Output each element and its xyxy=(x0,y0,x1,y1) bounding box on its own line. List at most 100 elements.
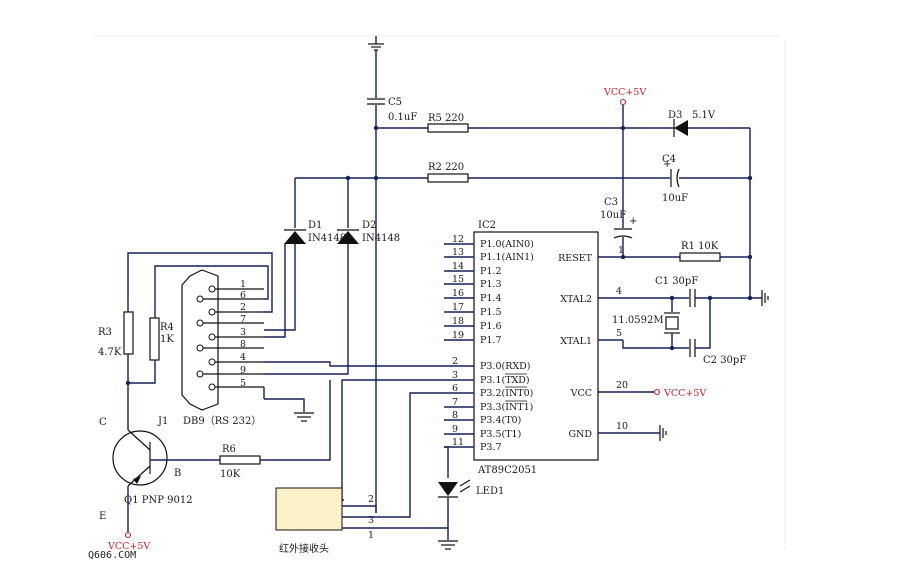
j1-label: J1 xyxy=(157,416,168,427)
pin-num-vcc: 20 xyxy=(616,380,628,391)
pin-num-18: 18 xyxy=(452,316,464,327)
pin-name-xtal1: XTAL1 xyxy=(560,336,592,347)
wire xyxy=(154,265,269,302)
crystal-label: 11.0592M xyxy=(612,315,664,326)
pin-name-p33: P3.3(INT1) xyxy=(480,402,533,413)
resistor-r2 xyxy=(427,173,469,183)
r2-label: R2 220 xyxy=(428,162,464,173)
pin-name-p13: P1.3 xyxy=(480,279,502,290)
ground-symbol-top xyxy=(368,36,384,51)
ic-ref: IC2 xyxy=(478,220,496,231)
pin-num-8: 8 xyxy=(452,410,458,421)
pin-num-12: 12 xyxy=(452,234,464,245)
pin-name-p31: P3.1(TXD) xyxy=(480,375,530,386)
ir-pin-3: 3 xyxy=(368,515,374,526)
vcc-label-top: VCC+5V xyxy=(603,87,646,98)
pin-name-vcc: VCC xyxy=(570,388,592,399)
r6-ref: R6 xyxy=(222,444,236,455)
d3-value: 5.1V xyxy=(692,110,716,121)
pin-num-9: 9 xyxy=(452,424,458,435)
ir-pin-2: 2 xyxy=(368,494,374,505)
pin-name-p30: P3.0(RXD) xyxy=(480,361,530,372)
pin-name-p37: P3.7 xyxy=(480,442,502,453)
pin-name-gnd: GND xyxy=(568,429,592,440)
wire xyxy=(264,244,349,375)
db9-pin-2: 2 xyxy=(240,302,246,313)
ir-pin-1: 1 xyxy=(368,530,374,541)
r3-ref: R3 xyxy=(98,327,112,338)
resistor-r1 xyxy=(679,252,721,262)
r5-label: R5 220 xyxy=(428,113,464,124)
pin-name-p35: P3.5(T1) xyxy=(480,429,521,440)
ground-symbol-right xyxy=(761,290,769,306)
r3-value: 4.7K xyxy=(98,347,122,358)
transistor-q1-body xyxy=(112,430,168,486)
pin-num-xtal2: 4 xyxy=(616,286,622,297)
c4-ref: C4 xyxy=(662,154,676,165)
db9-pin-3: 3 xyxy=(240,327,246,338)
crystal-oscillator xyxy=(664,312,680,334)
wire-ir-int0 xyxy=(342,392,444,518)
pin-num-2: 2 xyxy=(452,356,458,367)
pin-num-15: 15 xyxy=(452,274,464,285)
c5-ref: C5 xyxy=(388,97,402,108)
pin-num-14: 14 xyxy=(452,261,464,272)
resistor-r5 xyxy=(427,123,469,133)
wire xyxy=(341,379,444,501)
vcc-label-right: VCC+5V xyxy=(663,388,706,399)
ground-symbol-db9 xyxy=(294,412,314,422)
c4-plus: + xyxy=(663,159,671,170)
d2-ref: D2 xyxy=(362,220,376,231)
pin-name-p34: P3.4(T0) xyxy=(480,415,521,426)
wire xyxy=(128,360,156,384)
zener-diode-d3 xyxy=(673,119,688,137)
vcc-terminal-bottom xyxy=(124,531,132,539)
wire xyxy=(127,252,273,313)
db9-pin-1: 1 xyxy=(240,279,246,290)
c4-value: 10uF xyxy=(662,193,688,204)
capacitor-c1 xyxy=(689,289,696,307)
pin-name-p14: P1.4 xyxy=(480,293,502,304)
diode-d2 xyxy=(337,229,359,244)
c3-plus: + xyxy=(629,216,637,227)
resistor-r4 xyxy=(149,317,160,361)
db9-pin-8: 8 xyxy=(240,339,246,350)
pin-name-p32: P3.2(INT0) xyxy=(480,388,533,399)
ic-left-pin-stubs xyxy=(444,243,474,448)
pin-name-p11: P1.1(AIN1) xyxy=(480,252,534,263)
pin-num-19: 19 xyxy=(452,330,464,341)
ground-symbol-gnd xyxy=(659,425,667,441)
r4-ref: R4 xyxy=(160,322,174,333)
wire xyxy=(622,340,689,349)
capacitor-c3 xyxy=(613,228,633,239)
db9-pin-4: 4 xyxy=(240,352,246,363)
pin-name-p15: P1.5 xyxy=(480,307,502,318)
pin-num-7: 7 xyxy=(452,397,458,408)
resistor-r3 xyxy=(123,311,134,355)
q1-collector-label: C xyxy=(99,417,107,428)
resistor-r6 xyxy=(219,455,261,465)
wire xyxy=(264,361,444,367)
ir-receiver-label: 红外接收头 xyxy=(279,542,329,555)
pin-name-p10: P1.0(AIN0) xyxy=(480,239,534,250)
pin-name-xtal2: XTAL2 xyxy=(560,294,592,305)
c5-value: 0.1uF xyxy=(388,112,417,123)
db9-pin-lines xyxy=(200,288,264,388)
capacitor-c4 xyxy=(670,168,680,188)
vcc-label-bottom: VCC+5V xyxy=(107,541,150,552)
vcc-terminal-right xyxy=(653,388,661,396)
ir-receiver-module xyxy=(275,487,343,531)
wire xyxy=(444,446,449,478)
ground-symbol-ir xyxy=(438,540,458,550)
led-label: LED1 xyxy=(476,486,504,497)
d1-ref: D1 xyxy=(308,220,322,231)
capacitor-c5 xyxy=(367,98,385,105)
pin-name-p12: P1.2 xyxy=(480,266,502,277)
pin-num-13: 13 xyxy=(452,247,464,258)
pin-name-p16: P1.6 xyxy=(480,321,502,332)
pin-num-17: 17 xyxy=(452,302,464,313)
db9-pin-6: 6 xyxy=(240,290,246,301)
c2-label: C2 30pF xyxy=(703,355,746,366)
wire xyxy=(695,298,711,349)
